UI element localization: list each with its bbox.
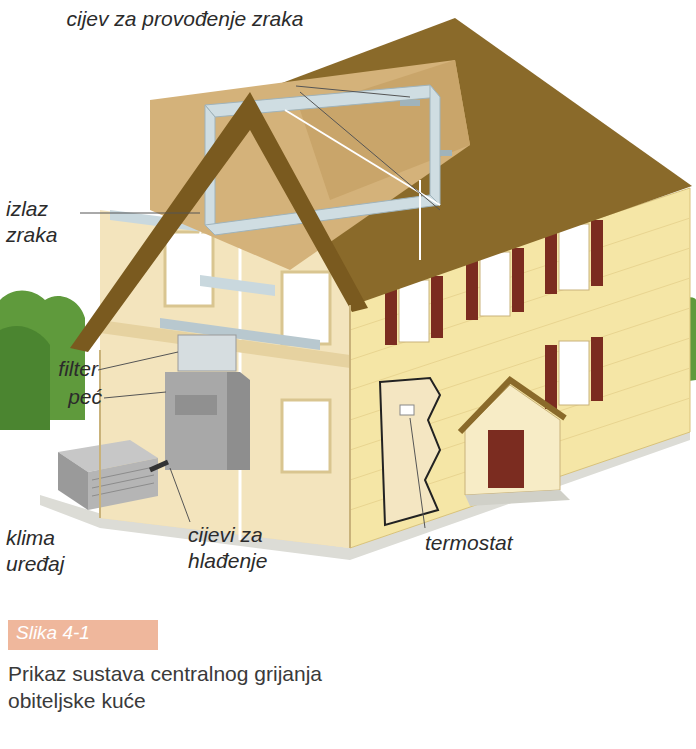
part-label: cijevi za hlađenje xyxy=(188,522,308,573)
part-label: cijev za provođenje zraka xyxy=(60,6,310,32)
part-label: peć xyxy=(38,384,102,410)
part-label: termostat xyxy=(425,530,545,556)
figure-badge: Slika 4-1 xyxy=(8,620,158,650)
figure-number: Slika 4-1 xyxy=(16,622,90,643)
part-label: filter xyxy=(38,356,98,382)
part-label: izlaz zraka xyxy=(6,196,84,247)
figure-caption: Prikaz sustava centralnog grijanja obite… xyxy=(8,660,348,715)
leader-lines xyxy=(80,86,440,528)
part-label: klima uređaj xyxy=(6,525,116,576)
